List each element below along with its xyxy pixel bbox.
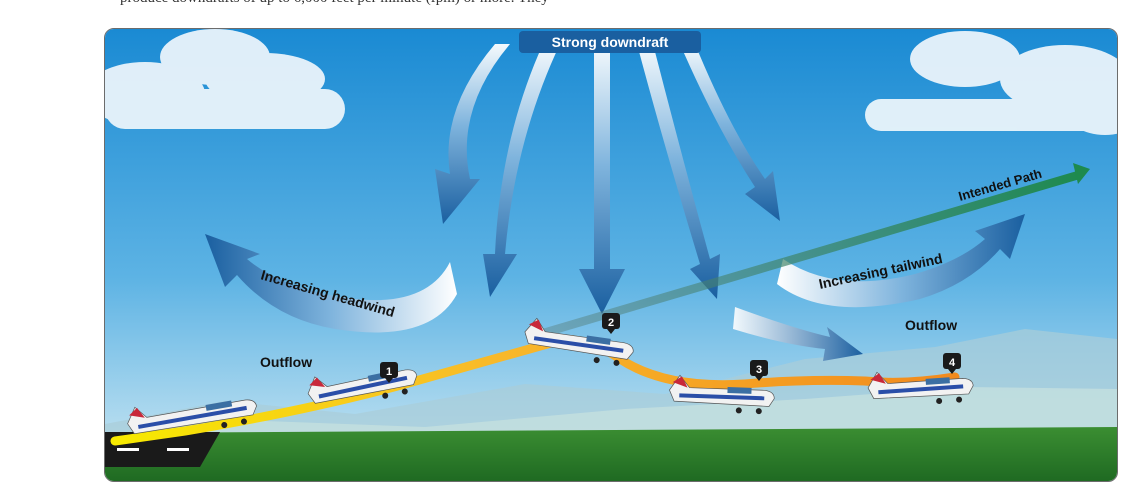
headwind-arrow xyxy=(205,234,457,333)
tailwind-arrow xyxy=(777,214,1025,308)
position-marker-2-label: 2 xyxy=(608,317,614,329)
position-marker-4-label: 4 xyxy=(949,357,956,369)
outflow-left-label: Outflow xyxy=(260,354,312,370)
downdraft-arrows xyxy=(435,44,780,314)
microburst-diagram: Strong downdraft Increasing headwind Inc… xyxy=(104,28,1118,482)
outflow-arrow-right xyxy=(733,307,863,361)
ground xyxy=(105,427,1117,481)
strong-downdraft-label: Strong downdraft xyxy=(552,34,669,50)
aircraft-takeoff xyxy=(127,399,257,435)
aircraft-position-2 xyxy=(524,317,634,366)
strong-downdraft-tag xyxy=(519,31,701,53)
aircraft-position-3 xyxy=(669,374,775,415)
outflow-right-label: Outflow xyxy=(905,317,957,333)
position-marker-2: 2 xyxy=(602,313,620,334)
cloud-left xyxy=(105,29,345,129)
position-marker-1-label: 1 xyxy=(386,366,392,378)
hills-near xyxy=(105,387,1117,439)
aircraft-position-4 xyxy=(867,371,974,405)
position-marker-3-label: 3 xyxy=(756,364,762,376)
intended-path-arrow xyxy=(525,163,1090,342)
position-marker-3: 3 xyxy=(750,360,768,381)
position-marker-4: 4 xyxy=(943,353,961,374)
cloud-right xyxy=(865,31,1117,135)
caption-fragment: produce downdrafts of up to 6,000 feet p… xyxy=(120,0,1120,8)
position-marker-1: 1 xyxy=(380,362,398,383)
